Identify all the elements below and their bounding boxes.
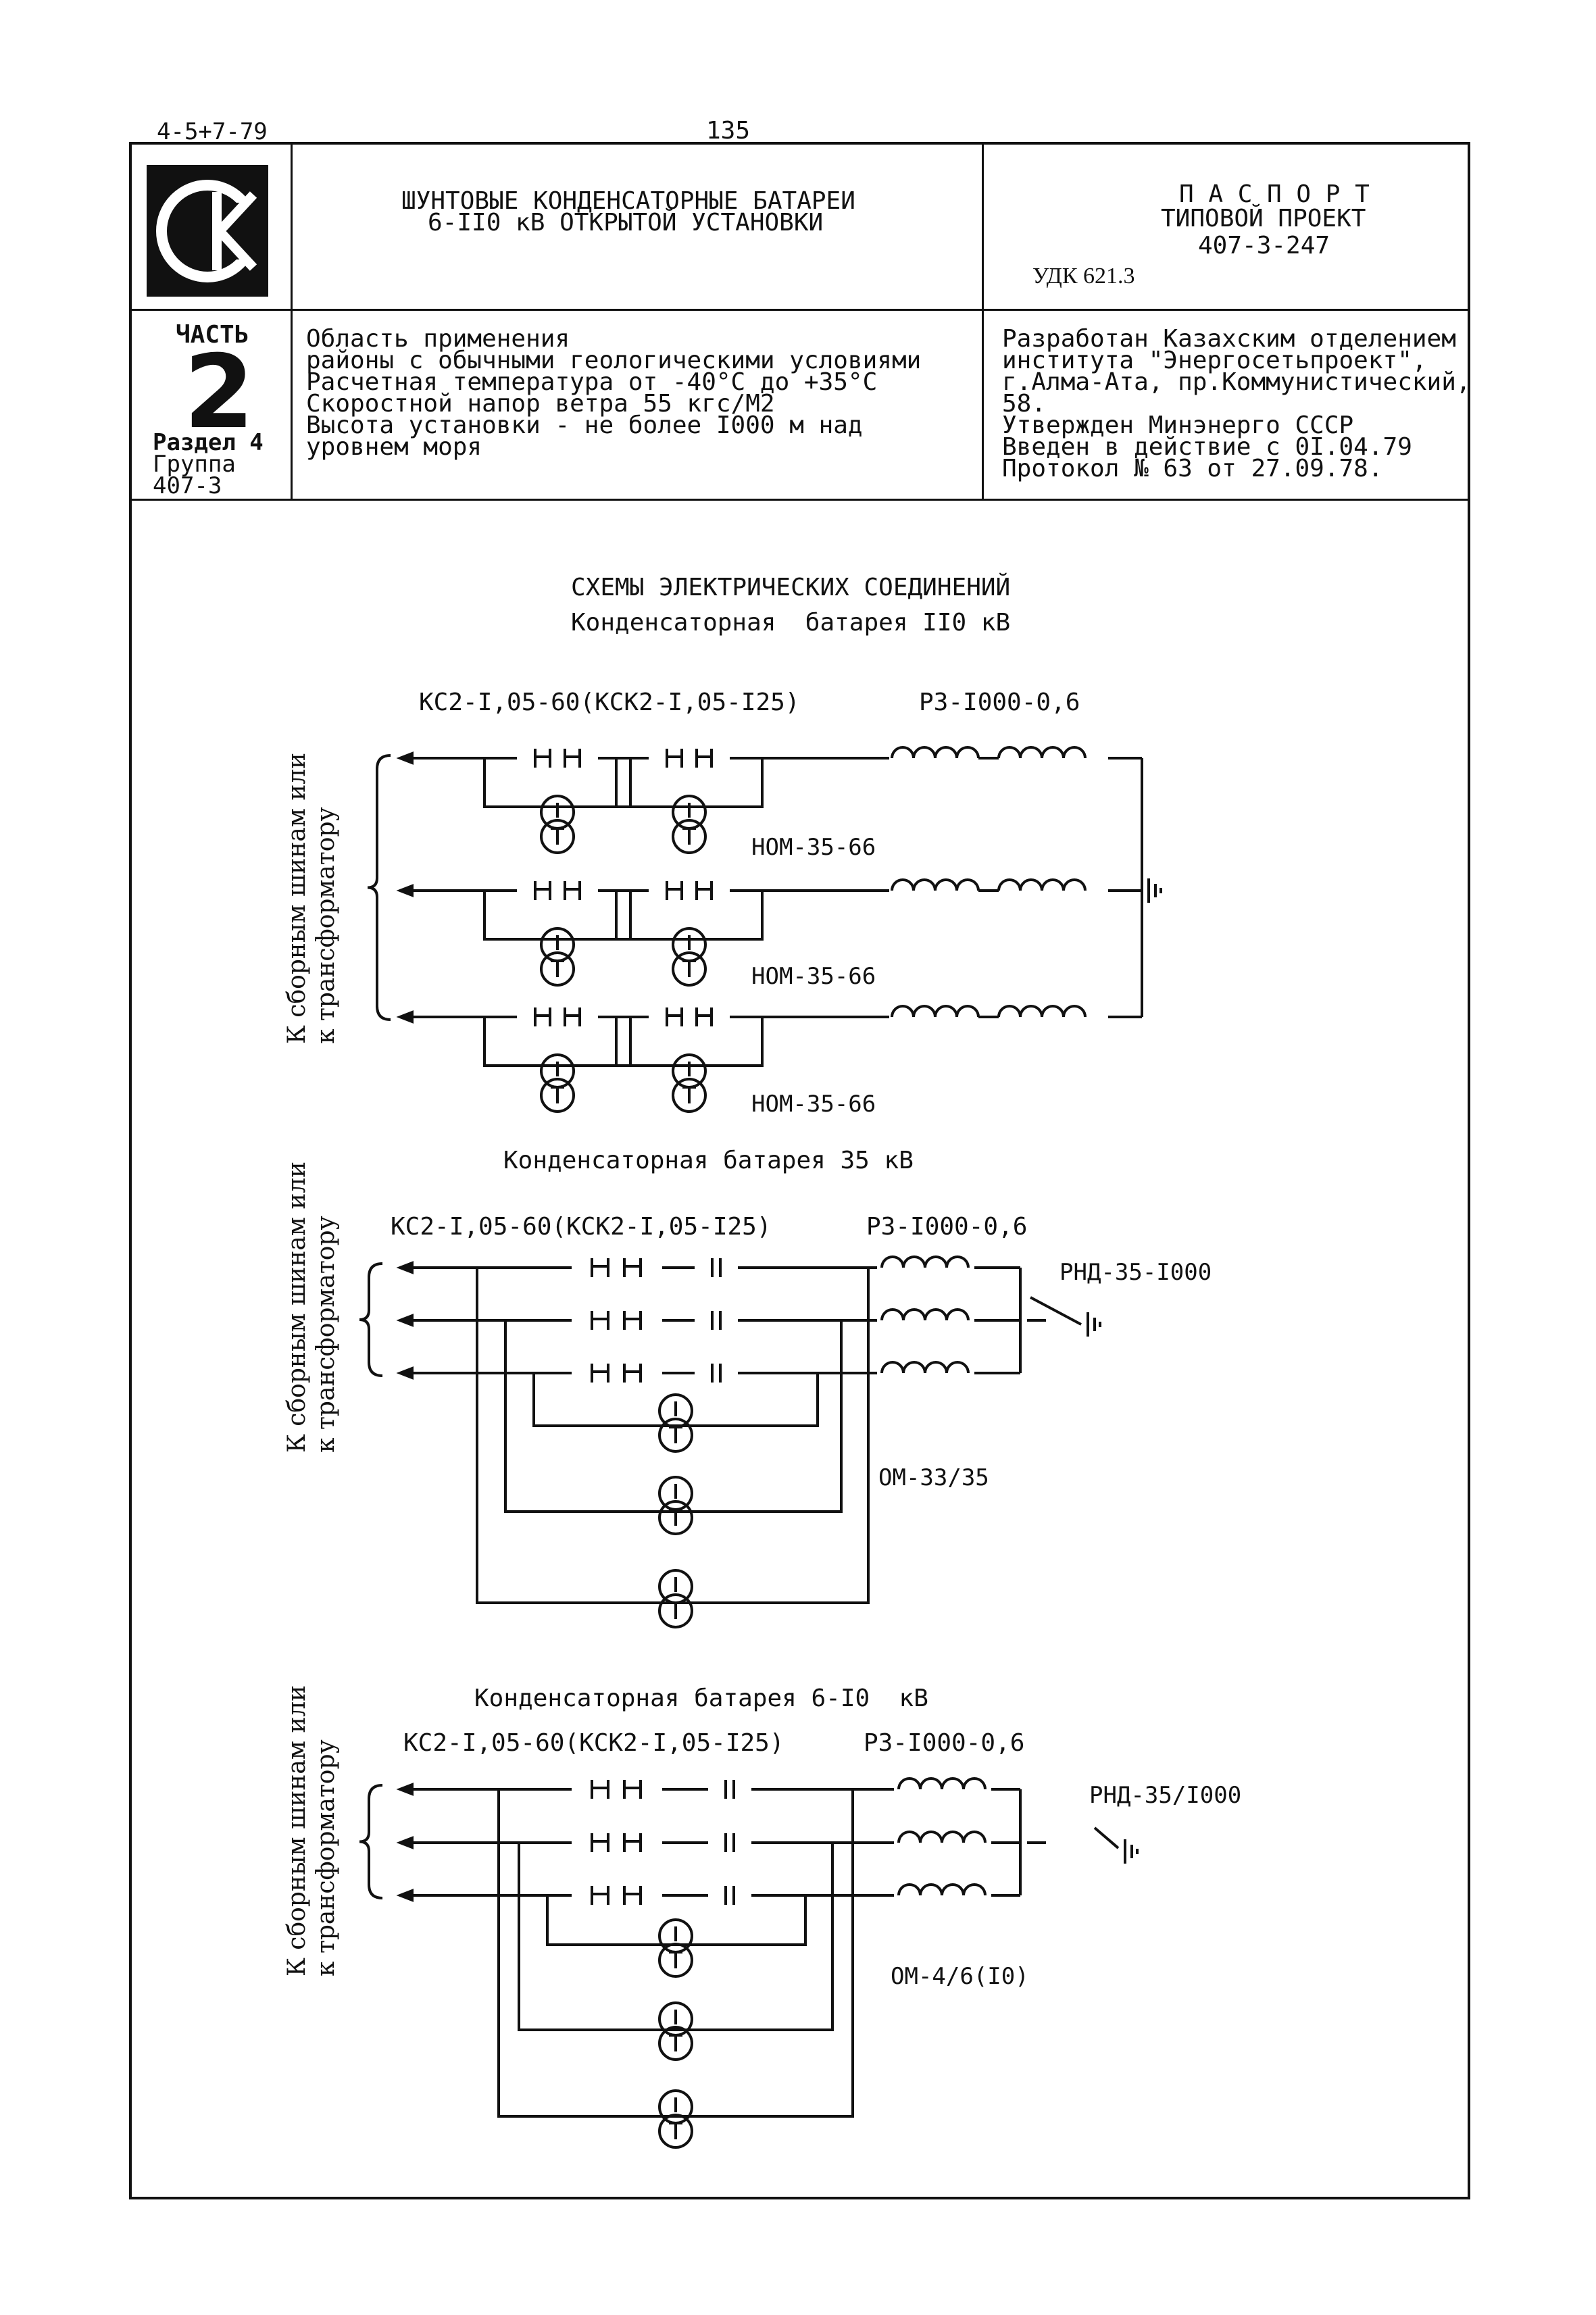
battery-6-10-reactor-label: РЗ-I000-0,6 [864,1729,1025,1757]
scope-line: Область применения [306,325,570,353]
developer-line: института "Энергосетьпроект", [1002,347,1427,374]
scope-line: уровнем моря [306,433,482,461]
side-label-35: К сборным шинам или к трансформатору [283,1161,341,1453]
battery-35-transformer-label: ОМ-33/35 [878,1464,989,1491]
battery-110-capacitor-label: КС2-I,05-60(КСК2-I,05-I25) [419,689,800,716]
battery-35-capacitor-label: КС2-I,05-60(КСК2-I,05-I25) [391,1213,772,1241]
scope-line: Расчетная температура от -40°С до +35°С [306,368,878,396]
battery-35-title: Конденсаторная батарея 35 кВ [503,1147,914,1174]
schemes-heading: СХЕМЫ ЭЛЕКТРИЧЕСКИХ СОЕДИНЕНИЙ [571,574,1011,601]
scope-line: Скоростной напор ветра 55 кгс/М2 [306,390,775,418]
battery-6-10-title: Конденсаторная батарея 6-I0 кВ [474,1685,928,1712]
side-label-110: К сборным шинам или к трансформатору [283,752,341,1044]
group-number: 407-3 [153,472,222,499]
divider-info [129,499,1470,501]
battery-35-reactor-label: РЗ-I000-0,6 [866,1213,1028,1241]
project-type: ТИПОВОЙ ПРОЕКТ [1161,205,1366,232]
battery-6-10-capacitor-label: КС2-I,05-60(КСК2-I,05-I25) [403,1729,784,1757]
transformer-label: НОМ-35-66 [751,963,876,990]
part-label: ЧАСТЬ [176,321,249,349]
transformer-label: НОМ-35-66 [751,1091,876,1118]
battery-110-reactor-label: РЗ-I000-0,6 [919,689,1080,716]
developer-line: Протокол № 63 от 27.09.78. [1002,455,1383,482]
developer-line: г.Алма-Ата, пр.Коммунистический, [1002,368,1471,396]
developer-line: Утвержден Минэнерго СССР [1002,412,1354,439]
battery-6-10-transformer-label: ОМ-4/6(I0) [891,1963,1029,1990]
passport-label: П А С П О Р Т [1179,180,1370,208]
battery-110-title: Конденсаторная батарея II0 кВ [571,609,1011,637]
scope-line: районы с обычными геологическими условия… [306,347,922,374]
transformer-label: НОМ-35-66 [751,834,876,861]
side-label-6-10: К сборным шинам или к трансформатору [283,1685,341,1976]
developer-line: 58. [1002,390,1047,418]
page-number: 135 [706,117,751,145]
battery-35-disconnector-label: РНД-35-I000 [1059,1259,1212,1286]
divider-col1 [291,142,293,500]
logo [147,165,268,297]
doc-code: 4-5+7-79 [157,118,268,145]
group-label: Группа [153,451,236,478]
part-number: 2 [184,334,255,451]
scope-line: Высота установки - не более I000 м над [306,412,863,439]
page-frame [129,142,1470,2199]
project-number: 407-3-247 [1198,232,1330,259]
section-label: Раздел 4 [153,429,264,456]
title-line-2: 6-II0 кВ ОТКРЫТОЙ УСТАНОВКИ [428,209,824,237]
title-line-1: ШУНТОВЫЕ КОНДЕНСАТОРНЫЕ БАТАРЕИ [401,187,855,215]
battery-6-10-disconnector-label: РНД-35/I000 [1089,1782,1242,1809]
developer-line: Введен в действие с 0I.04.79 [1002,433,1412,461]
divider-col2 [982,142,984,500]
udk-code: УДК 621.3 [1032,264,1135,289]
developer-line: Разработан Казахским отделением [1002,325,1456,353]
divider-title [129,309,1470,311]
logo-mark-icon [156,180,259,282]
